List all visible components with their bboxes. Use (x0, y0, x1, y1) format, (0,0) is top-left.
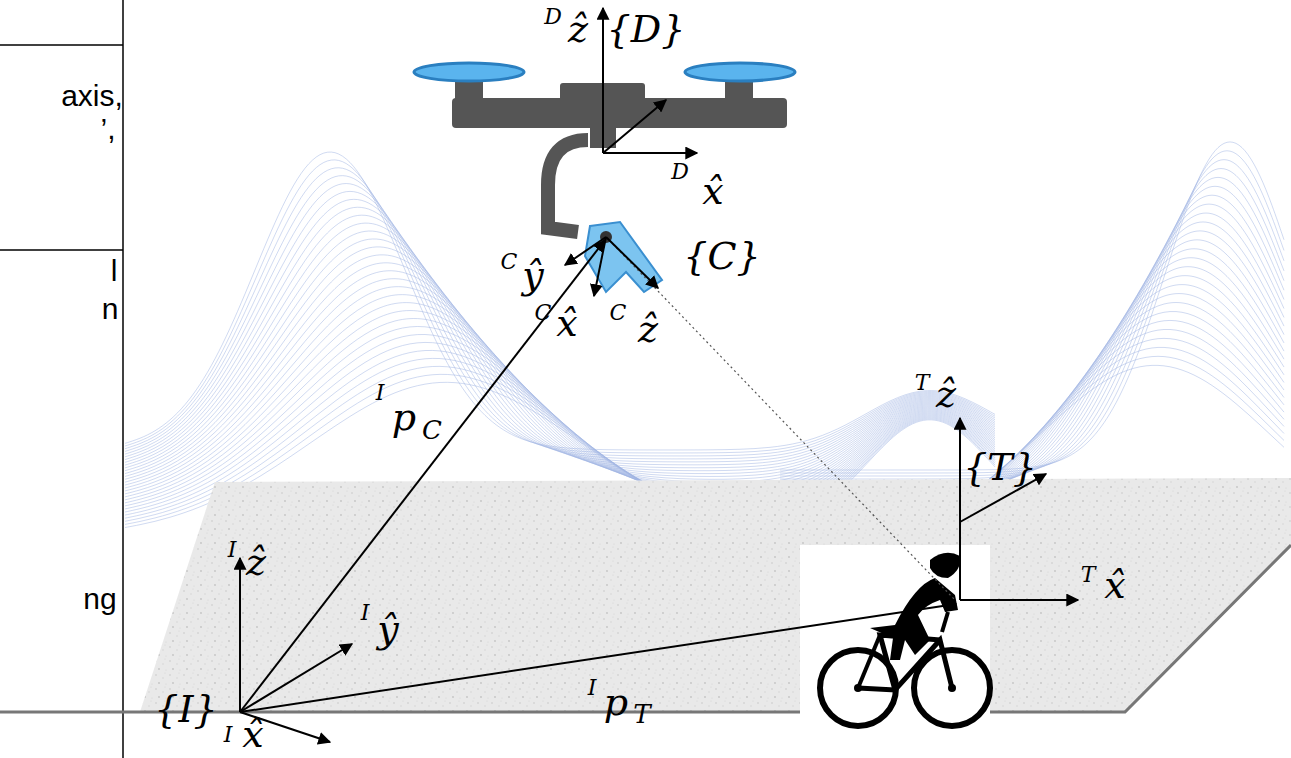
axis-label: x̂ (702, 171, 723, 213)
table-text: n (102, 292, 119, 325)
drone (414, 63, 795, 292)
frame-axes (240, 8, 1078, 742)
wave-line (125, 152, 995, 450)
vector-subscript: T (633, 700, 650, 729)
wave-line (780, 160, 1284, 476)
vector-subscript: C (422, 416, 442, 445)
frame-superscript: T (915, 371, 930, 395)
frame-superscript: C (610, 301, 627, 325)
frame-superscript: I (361, 601, 370, 625)
wave-line (780, 151, 1284, 473)
cyclist (800, 545, 990, 730)
sight-line (606, 237, 955, 600)
frame-name: {T} (963, 447, 1037, 489)
wave-line (780, 222, 1284, 497)
frame-superscript: T (1081, 563, 1096, 587)
wave-line (125, 168, 995, 456)
frame-superscript: D (671, 160, 689, 184)
vector-label: p (392, 397, 416, 439)
wave-line (780, 240, 1284, 503)
wave-line (780, 204, 1284, 491)
axis-label: ẑ (638, 309, 658, 351)
ground-edge (0, 545, 1291, 712)
frame-name: {C} (683, 236, 760, 278)
frame-superscript: I (588, 676, 597, 700)
axis-label: ẑ (246, 542, 266, 584)
frame-superscript: C (501, 250, 518, 274)
table-text: axis, (61, 79, 123, 112)
frame-superscript: I (228, 538, 237, 562)
wave-line (780, 177, 1284, 482)
ground-plane (140, 478, 1291, 712)
frame-superscript: D (544, 5, 562, 29)
table-text: ng (83, 582, 116, 615)
frame-name: {I} (154, 689, 217, 731)
axis-label: x̂ (242, 714, 263, 756)
table-text: ’, (101, 112, 116, 145)
axis-label: ẑ (568, 9, 588, 51)
wave-line (780, 142, 1284, 470)
table-rules (0, 0, 123, 758)
axis-label: x̂ (556, 303, 577, 345)
vector-label: p (604, 682, 628, 724)
axis-label: ŷ (377, 609, 398, 651)
table-text: l (111, 254, 118, 287)
frame-superscript: I (224, 723, 233, 747)
wave-line (125, 160, 995, 453)
frame-superscript: I (376, 381, 385, 405)
wave-line (780, 249, 1284, 506)
axis-label: ŷ (522, 255, 543, 297)
frame-superscript: C (535, 301, 552, 325)
frame-name: {D} (607, 9, 686, 51)
wave-line (780, 231, 1284, 500)
axis-label: x̂ (1104, 565, 1125, 607)
axis-label: ẑ (936, 374, 956, 416)
